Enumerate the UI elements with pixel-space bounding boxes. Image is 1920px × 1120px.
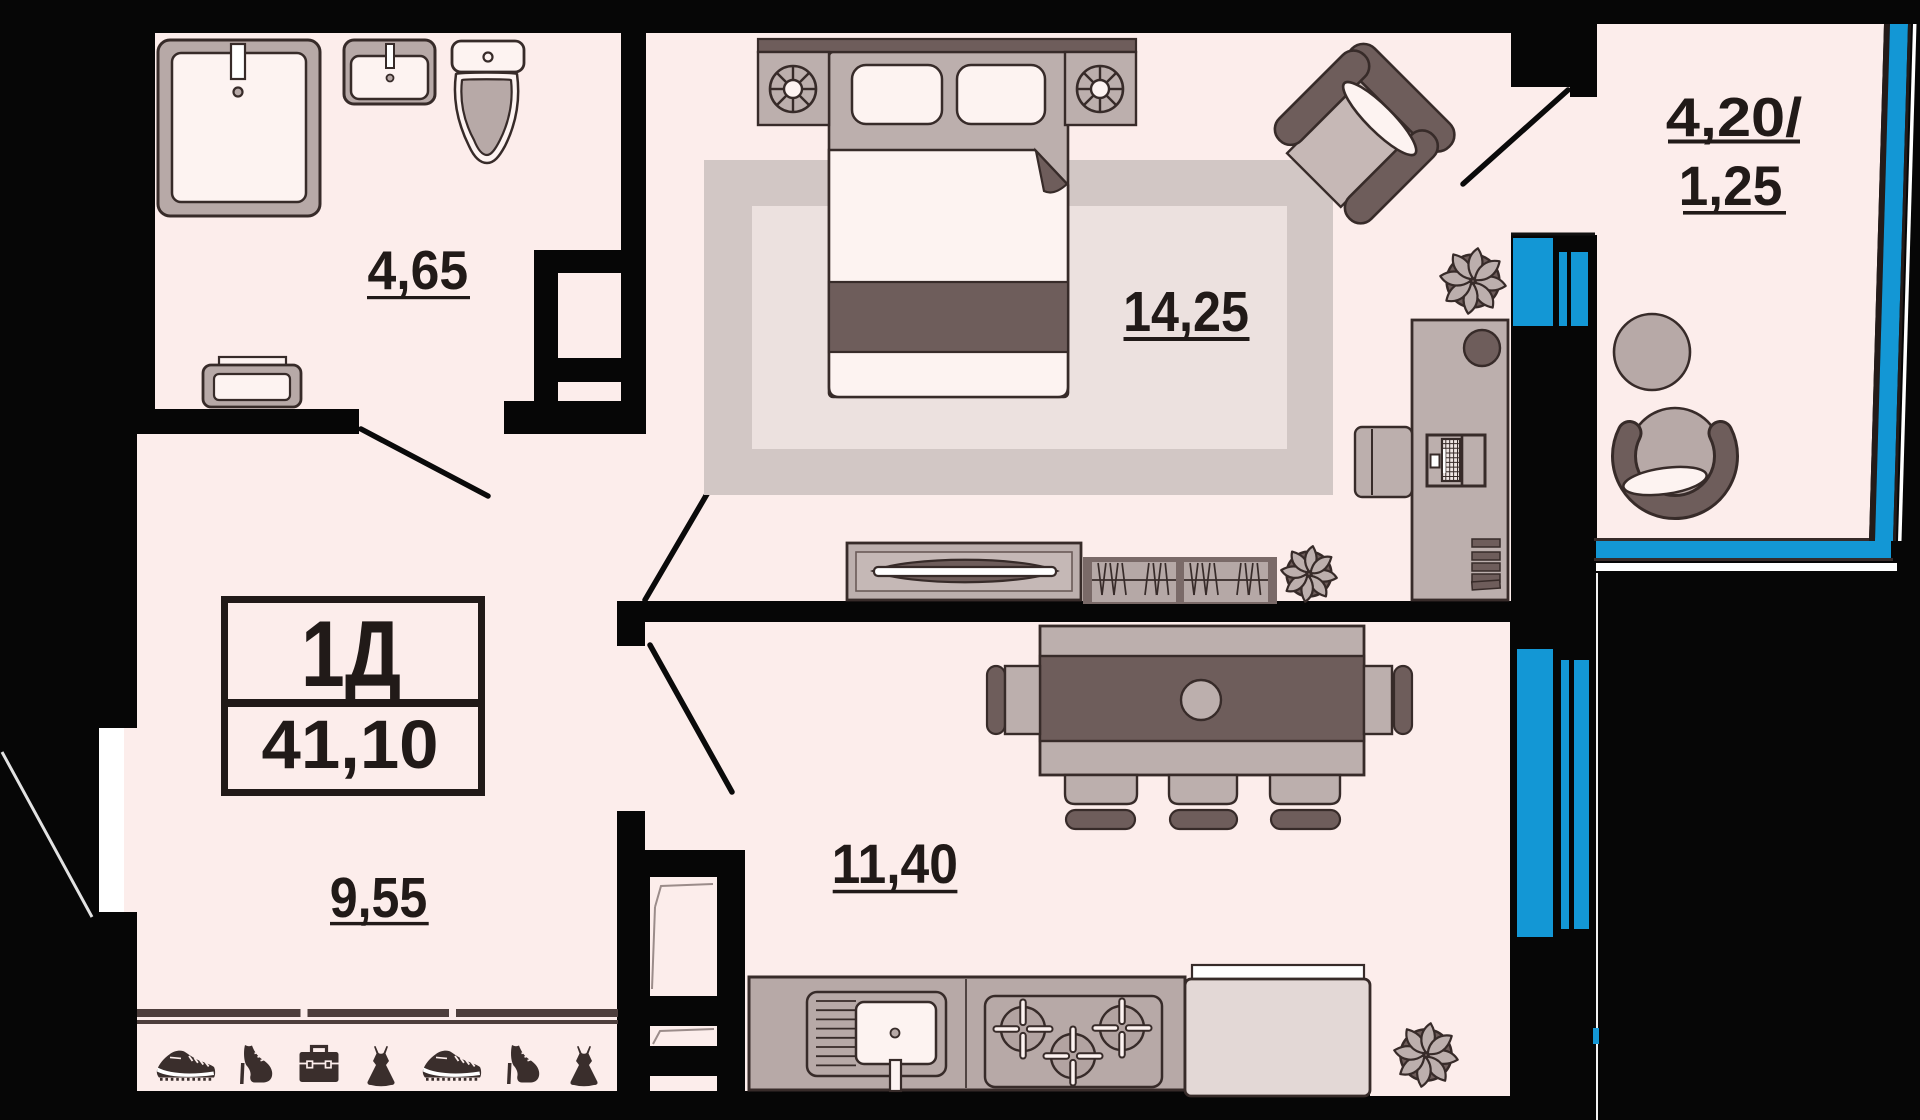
svg-text:14,25: 14,25 — [1123, 282, 1249, 344]
svg-text:4,20/: 4,20/ — [1666, 87, 1802, 148]
svg-text:1Д: 1Д — [301, 601, 401, 706]
svg-text:4,65: 4,65 — [367, 241, 468, 302]
svg-text:1,25: 1,25 — [1679, 155, 1783, 217]
svg-text:11,40: 11,40 — [832, 833, 958, 895]
svg-text:9,55: 9,55 — [330, 866, 428, 930]
svg-text:41,10: 41,10 — [261, 706, 438, 783]
